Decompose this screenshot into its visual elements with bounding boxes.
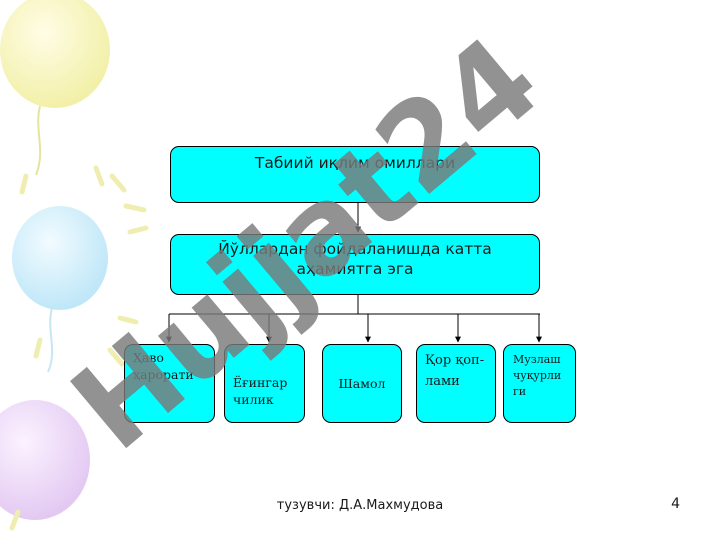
page-number: 4 [671, 496, 680, 512]
top-node: Табиий иқлим омиллари [170, 146, 540, 203]
leaf-node-label: Қор қоп-лами [425, 353, 485, 389]
leaf-node-label: Шамол [338, 376, 386, 391]
leaf-node-air-temperature: Ҳаво ҳарорати [124, 344, 215, 423]
leaf-node-snow-cover: Қор қоп-лами [416, 344, 496, 423]
blue-balloon [12, 206, 108, 310]
leaf-node-wind: Шамол [322, 344, 402, 423]
footer-author: тузувчи: Д.А.Махмудова [276, 498, 444, 513]
leaf-node-freezing-depth: Музлаш чуқурли ги [503, 344, 576, 423]
middle-node: Йўллардан фойдаланишда катта аҳамиятга э… [170, 234, 540, 295]
leaf-node-label: Ёғингар чилик [233, 375, 288, 407]
sun-rays [9, 165, 149, 531]
purple-balloon [0, 400, 90, 520]
middle-node-label: Йўллардан фойдаланишда катта аҳамиятга э… [218, 240, 492, 278]
yellow-balloon [0, 0, 110, 108]
leaf-node-label: Музлаш чуқурли ги [513, 353, 562, 398]
leaf-node-label: Ҳаво ҳарорати [133, 350, 194, 382]
top-node-label: Табиий иқлим омиллари [254, 154, 456, 172]
leaf-node-precipitation: Ёғингар чилик [224, 344, 305, 423]
